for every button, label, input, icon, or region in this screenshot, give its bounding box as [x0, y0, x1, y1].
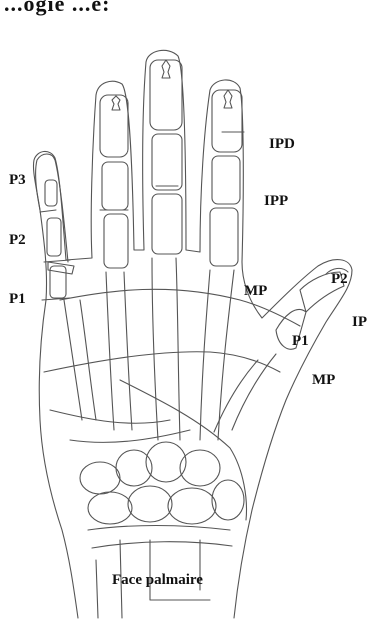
palm-crease-proximal	[44, 352, 280, 372]
label-ipp: IPP	[264, 194, 288, 209]
label-mp-fingers: MP	[244, 284, 267, 299]
label-mp-thumb: MP	[312, 373, 335, 388]
label-p1-thumb: P1	[292, 334, 309, 349]
little-finger-outline	[36, 154, 68, 262]
label-p2-thumb: P2	[331, 272, 348, 287]
label-p1-finger: P1	[9, 292, 26, 307]
label-ip-thumb: IP	[352, 315, 367, 330]
label-p3: P3	[9, 173, 26, 188]
label-p2-finger: P2	[9, 233, 26, 248]
label-ipd: IPD	[269, 137, 295, 152]
thenar-crease	[120, 380, 246, 520]
figure-caption: Face palmaire	[112, 572, 203, 589]
wrist-line	[88, 526, 230, 531]
